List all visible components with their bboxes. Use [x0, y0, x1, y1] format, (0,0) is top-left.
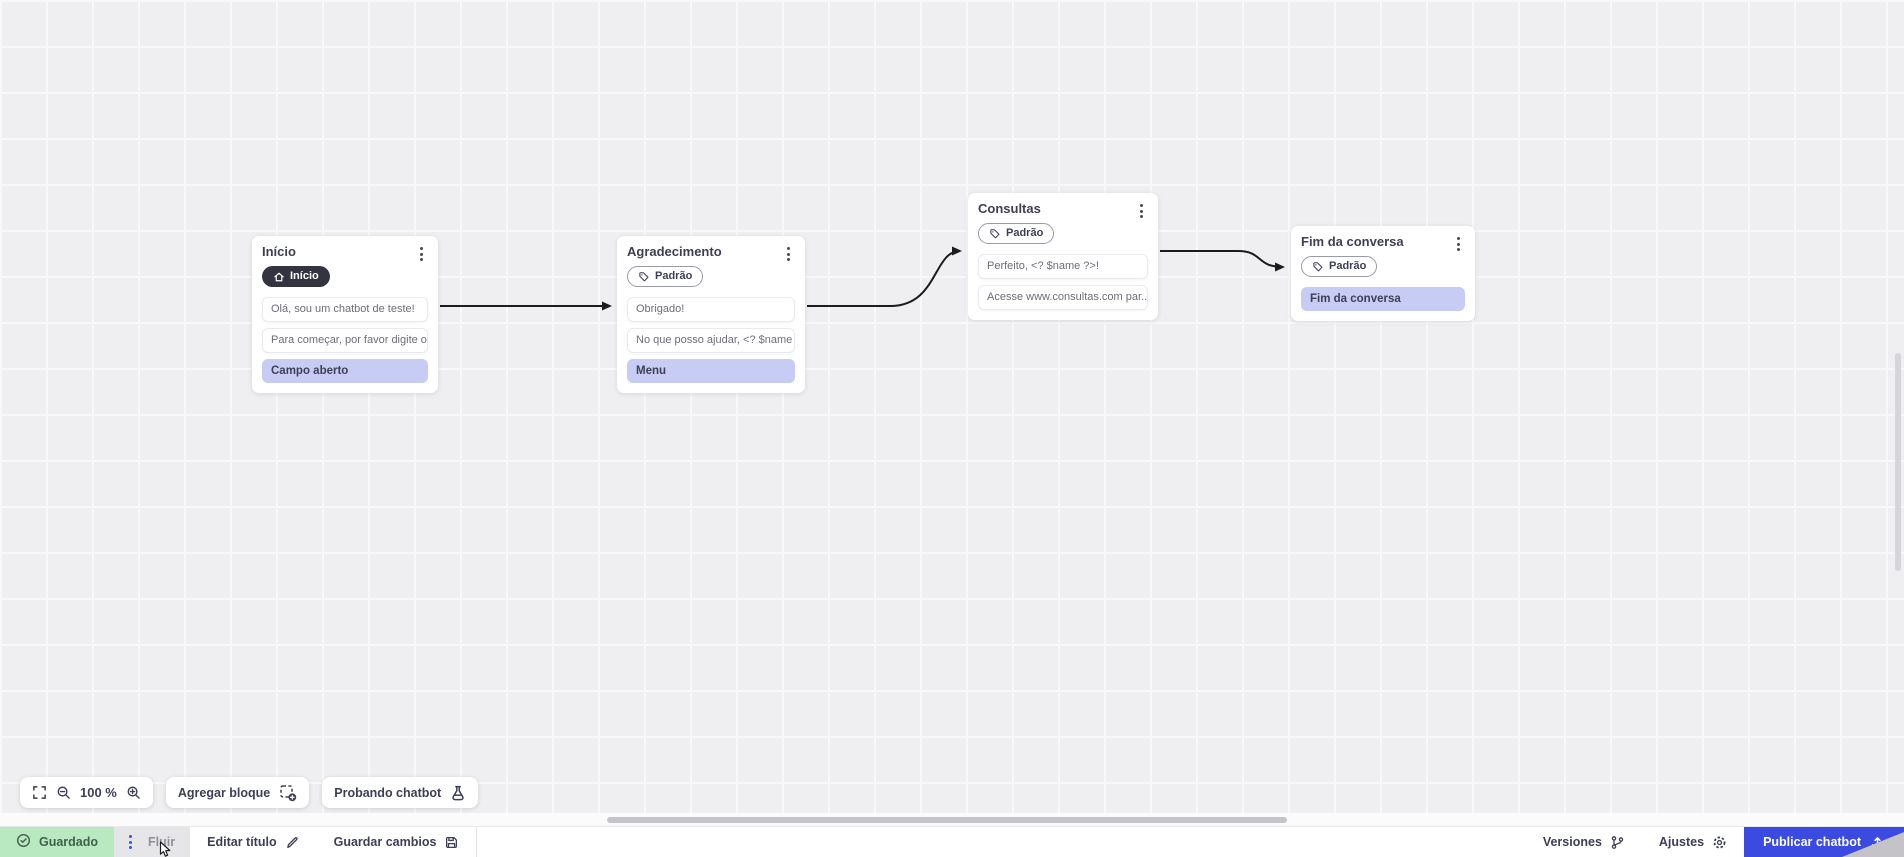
node-menu-kebab-icon[interactable] — [1134, 202, 1148, 220]
badge-label: Padrão — [655, 270, 693, 282]
message-bubble[interactable]: No que posso ajudar, <? $name ... — [627, 327, 795, 353]
node-title: Início — [262, 244, 296, 259]
versions-button[interactable]: Versiones — [1525, 827, 1642, 857]
node-title: Fim da conversa — [1301, 234, 1404, 249]
pencil-icon — [285, 835, 300, 850]
zoom-level-value: 100 % — [80, 785, 117, 800]
zoom-in-icon[interactable] — [126, 785, 141, 800]
badge-label: Padrão — [1329, 260, 1367, 272]
action-block-open-field[interactable]: Campo aberto — [262, 358, 428, 383]
settings-button[interactable]: Ajustes — [1641, 827, 1745, 857]
fit-view-icon[interactable] — [32, 785, 47, 800]
canvas-toolbar: 100 % Agregar bloque Probando chatbot — [20, 777, 479, 808]
tag-icon — [989, 228, 1001, 240]
save-changes-button[interactable]: Guardar cambios — [316, 827, 477, 857]
edit-title-button[interactable]: Editar título — [190, 827, 317, 857]
node-consultas[interactable]: Consultas Padrão Perfeito, <? $name ?>! … — [968, 193, 1158, 320]
node-type-badge: Padrão — [627, 266, 704, 287]
tab-flow[interactable]: Fluir — [114, 827, 191, 857]
node-type-badge: Padrão — [1301, 256, 1378, 277]
node-menu-kebab-icon[interactable] — [414, 245, 428, 263]
test-chatbot-label: Probando chatbot — [334, 785, 442, 800]
edit-title-label: Editar título — [207, 835, 277, 849]
edge-agradecimento-consultas[interactable] — [807, 246, 962, 307]
add-block-button[interactable]: Agregar bloque — [165, 777, 310, 808]
message-bubble[interactable]: Olá, sou um chatbot de teste! — [262, 296, 428, 322]
settings-label: Ajustes — [1658, 835, 1705, 849]
tag-icon — [1312, 261, 1324, 273]
test-chatbot-button[interactable]: Probando chatbot — [322, 777, 479, 808]
node-type-badge: Padrão — [978, 223, 1055, 244]
node-title: Consultas — [978, 201, 1041, 216]
flask-icon — [450, 785, 466, 801]
node-inicio[interactable]: Início Início Olá, sou um chatbot de tes… — [252, 236, 438, 393]
node-menu-kebab-icon[interactable] — [1451, 235, 1465, 253]
zoom-controls: 100 % — [20, 777, 153, 808]
node-title: Agradecimento — [627, 244, 722, 259]
message-bubble[interactable]: Perfeito, <? $name ?>! — [978, 253, 1148, 279]
vertical-scrollbar[interactable] — [1895, 353, 1901, 571]
status-bar: Guardado Fluir Editar título Guardar cam… — [0, 826, 1904, 857]
statusbar-divider — [476, 827, 478, 857]
add-block-label: Agregar bloque — [177, 785, 271, 800]
message-bubble[interactable]: Acesse www.consultas.com par... — [978, 284, 1148, 310]
message-bubble[interactable]: Para começar, por favor digite o ... — [262, 327, 428, 353]
saved-status-label: Guardado — [39, 835, 99, 849]
home-icon — [273, 271, 285, 283]
action-block-end[interactable]: Fim da conversa — [1301, 286, 1465, 311]
badge-label: Padrão — [1006, 227, 1044, 239]
check-circle-icon — [16, 833, 31, 851]
drag-handle-icon[interactable] — [129, 835, 133, 849]
node-agradecimento[interactable]: Agradecimento Padrão Obrigado! No que po… — [617, 236, 805, 393]
saved-status-badge: Guardado — [0, 827, 115, 857]
gear-icon — [1712, 835, 1727, 850]
node-menu-kebab-icon[interactable] — [781, 245, 795, 263]
horizontal-scrollbar[interactable] — [607, 817, 1287, 823]
add-block-icon — [279, 784, 297, 802]
zoom-out-icon[interactable] — [56, 785, 71, 800]
edge-consultas-fim[interactable] — [1160, 250, 1285, 272]
save-changes-label: Guardar cambios — [333, 835, 437, 849]
publish-chatbot-label: Publicar chatbot — [1763, 835, 1861, 849]
tag-icon — [638, 271, 650, 283]
statusbar-spacer — [477, 827, 1525, 857]
versions-label: Versiones — [1542, 835, 1602, 849]
branch-icon — [1610, 835, 1625, 850]
flow-tab-label: Fluir — [148, 835, 176, 849]
message-bubble[interactable]: Obrigado! — [627, 296, 795, 322]
node-type-badge: Início — [262, 266, 330, 287]
badge-label: Início — [290, 270, 319, 282]
save-floppy-icon — [444, 835, 459, 850]
node-fim-da-conversa[interactable]: Fim da conversa Padrão Fim da conversa — [1291, 226, 1475, 321]
action-block-menu[interactable]: Menu — [627, 358, 795, 383]
